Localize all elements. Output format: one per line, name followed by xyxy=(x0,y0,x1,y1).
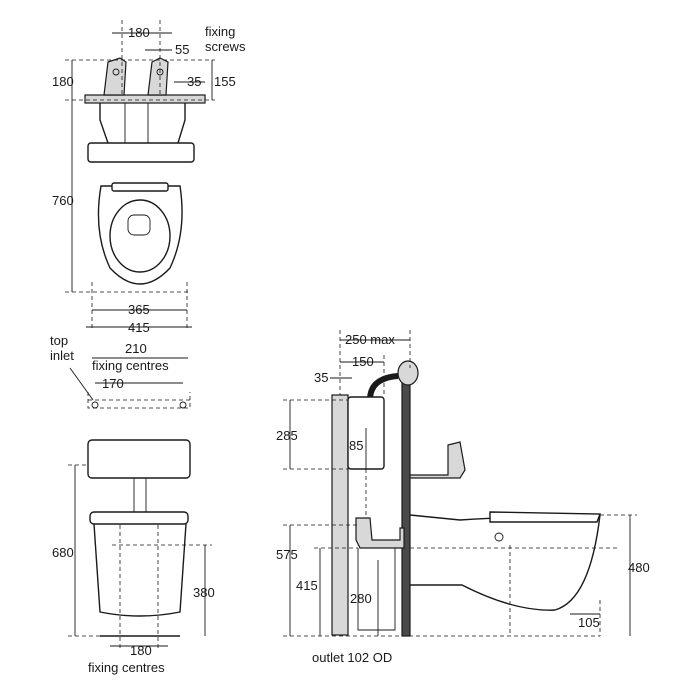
side-pan-fixing xyxy=(494,532,504,542)
side-flush-bend xyxy=(355,517,405,549)
plan-seat-ring xyxy=(109,199,171,273)
side-frame-post xyxy=(401,367,411,637)
fixing-screw-left xyxy=(103,57,127,96)
label-fixing-screws-2: screws xyxy=(205,39,246,54)
dim-top-height: 180 xyxy=(52,74,74,89)
side-backrest xyxy=(409,441,466,479)
dim-415: 415 xyxy=(296,578,318,593)
side-pipe-connection xyxy=(397,360,419,386)
front-flush-pipe xyxy=(133,477,147,513)
label-outlet: outlet 102 OD xyxy=(312,650,392,665)
dim-35-plan: 35 xyxy=(187,74,201,89)
dim-380: 380 xyxy=(193,585,215,600)
label-fixing-centres-lower: fixing centres xyxy=(88,660,165,675)
plan-bowl-outlet xyxy=(127,214,151,236)
dim-35-side: 35 xyxy=(314,370,328,385)
dim-170: 170 xyxy=(102,376,124,391)
label-fixing-screws-1: fixing xyxy=(205,24,235,39)
dim-fixing-centres-lower: 180 xyxy=(130,643,152,658)
dim-width: 415 xyxy=(128,320,150,335)
dim-seat-width: 365 xyxy=(128,302,150,317)
side-seat xyxy=(489,511,602,523)
front-seat xyxy=(89,511,189,525)
side-view: 250 max 150 35 285 85 575 415 280 480 10… xyxy=(276,330,650,665)
plan-cistern-lid xyxy=(87,142,195,163)
plan-view: 180 55 fixing screws 180 35 155 760 365 … xyxy=(52,20,246,335)
dim-285: 285 xyxy=(276,428,298,443)
dim-155: 155 xyxy=(214,74,236,89)
side-outlet-frame xyxy=(357,548,396,631)
dim-depth: 760 xyxy=(52,193,74,208)
dim-105: 105 xyxy=(578,615,600,630)
dim-screw-spacing: 180 xyxy=(128,25,150,40)
dim-fixing-centres-upper: 210 xyxy=(125,341,147,356)
top-inlet-leader xyxy=(69,367,94,401)
dim-250-max: 250 max xyxy=(345,332,395,347)
dim-280: 280 xyxy=(350,591,372,606)
screw-hole-left xyxy=(112,68,120,76)
dim-screw-offset: 55 xyxy=(175,42,189,57)
side-pan xyxy=(409,514,601,611)
top-inlet-mark xyxy=(91,401,99,409)
front-pan xyxy=(93,523,187,617)
dim-480: 480 xyxy=(628,560,650,575)
plan-pan-outline xyxy=(97,185,183,285)
dim-front-height: 680 xyxy=(52,545,74,560)
label-top-inlet-2: inlet xyxy=(50,348,74,363)
plan-wall-bar xyxy=(84,94,206,104)
label-fixing-centres-upper: fixing centres xyxy=(92,358,169,373)
front-view: top inlet 210 fixing centres 170 680 380… xyxy=(50,333,215,675)
dim-150: 150 xyxy=(352,354,374,369)
dim-575: 575 xyxy=(276,547,298,562)
front-screw-right xyxy=(179,401,187,409)
side-wall xyxy=(331,394,349,636)
plan-frame xyxy=(99,103,186,144)
fixing-screw-right xyxy=(147,57,169,96)
plan-seat-hinge xyxy=(111,182,169,192)
label-top-inlet-1: top xyxy=(50,333,68,348)
dim-85: 85 xyxy=(349,438,363,453)
front-cistern xyxy=(87,439,191,479)
